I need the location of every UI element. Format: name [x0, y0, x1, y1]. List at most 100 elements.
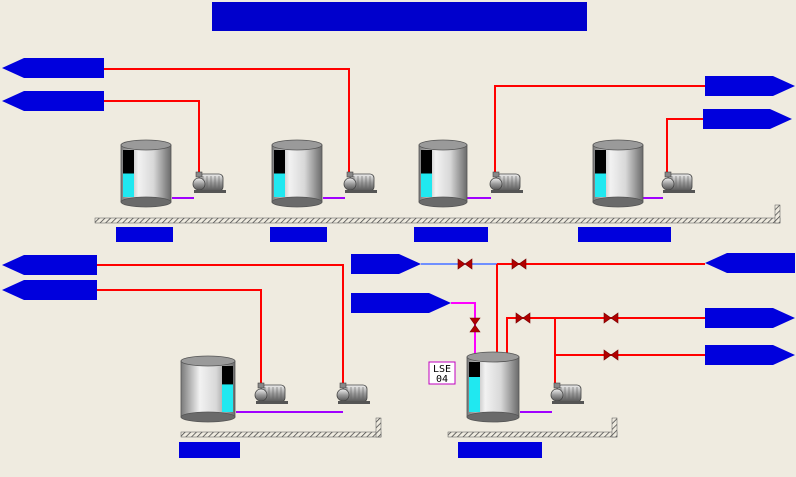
- header-banner: [212, 2, 587, 31]
- tank-top: [120, 139, 172, 151]
- boxes-layer: [116, 227, 671, 458]
- bases-layer: [94, 204, 781, 438]
- tank-bottom: [120, 196, 172, 208]
- tank-level-fill: [222, 384, 233, 412]
- flow-arrow-11[interactable]: [705, 345, 795, 365]
- storage-tank-4[interactable]: [592, 139, 644, 208]
- tank-level-fill: [469, 377, 480, 412]
- tank-bottom: [592, 196, 644, 208]
- valve-icon-3[interactable]: [469, 317, 481, 333]
- pump-volute: [192, 177, 206, 191]
- tank-bottom: [418, 196, 468, 208]
- flow-arrow-10[interactable]: [705, 308, 795, 328]
- flow-arrow-1[interactable]: [2, 58, 104, 78]
- equipment-label-box-2[interactable]: [270, 227, 327, 242]
- base-hatch-wall: [375, 417, 382, 438]
- tank-level-fill: [123, 173, 134, 197]
- pump-1[interactable]: [192, 171, 226, 193]
- foundation-base-3: [447, 417, 618, 438]
- pump-volute: [550, 388, 564, 402]
- flow-arrow-3[interactable]: [705, 76, 795, 96]
- flow-arrow-4[interactable]: [703, 109, 792, 129]
- pump-nozzle: [339, 382, 347, 389]
- pump-skid: [338, 401, 370, 404]
- storage-tank-3[interactable]: [418, 139, 468, 208]
- flow-arrow-9[interactable]: [705, 253, 795, 273]
- tank-level-fill: [595, 173, 606, 197]
- valve-icon-4[interactable]: [515, 312, 531, 324]
- base-hatch-wall: [611, 417, 618, 438]
- pump-3[interactable]: [489, 171, 523, 193]
- tank-top: [271, 139, 323, 151]
- pump-nozzle: [346, 171, 354, 178]
- tank-bottom: [180, 411, 236, 423]
- tank-top: [418, 139, 468, 151]
- flow-arrow-8[interactable]: [351, 293, 451, 313]
- tanks-layer: [120, 139, 644, 423]
- valve-icon-2[interactable]: [511, 258, 527, 270]
- valve-icon-1[interactable]: [457, 258, 473, 270]
- tank-level-fill: [421, 173, 432, 197]
- tank-top: [592, 139, 644, 151]
- tag-lse04-line1: LSE: [433, 364, 451, 375]
- pipes-layer: [97, 68, 705, 413]
- pump-5[interactable]: [254, 382, 288, 404]
- storage-tank-2[interactable]: [271, 139, 323, 208]
- valves-layer: [457, 258, 619, 361]
- storage-tank-5[interactable]: [180, 355, 236, 423]
- pump-volute: [489, 177, 503, 191]
- pipe-2: [104, 100, 200, 177]
- pipe-1: [104, 68, 350, 177]
- pump-2[interactable]: [343, 171, 377, 193]
- pump-skid: [345, 190, 377, 193]
- base-hatch-wall: [774, 204, 781, 224]
- pump-skid: [552, 401, 584, 404]
- pump-volute: [661, 177, 675, 191]
- pump-nozzle: [664, 171, 672, 178]
- flow-arrow-5[interactable]: [2, 255, 97, 275]
- pump-6[interactable]: [336, 382, 370, 404]
- pump-nozzle: [553, 382, 561, 389]
- pumps-layer: [192, 171, 695, 404]
- tank-top: [466, 351, 520, 363]
- pump-skid: [194, 190, 226, 193]
- base-hatch-floor: [447, 431, 618, 438]
- pump-skid: [491, 190, 523, 193]
- pipe-4: [666, 118, 705, 177]
- tank-top: [180, 355, 236, 367]
- tank-level-fill: [274, 173, 285, 197]
- equipment-label-box-6[interactable]: [458, 442, 542, 458]
- foundation-base-2: [180, 417, 382, 438]
- pump-4[interactable]: [661, 171, 695, 193]
- pump-volute: [336, 388, 350, 402]
- equipment-label-box-4[interactable]: [578, 227, 671, 242]
- valve-icon-5[interactable]: [603, 312, 619, 324]
- pipe-16: [451, 302, 476, 356]
- pipe-6: [97, 289, 262, 385]
- tank-bottom: [271, 196, 323, 208]
- pipe-3: [494, 85, 705, 177]
- valve-icon-6[interactable]: [603, 349, 619, 361]
- flow-arrow-6[interactable]: [2, 280, 97, 300]
- storage-tank-1[interactable]: [120, 139, 172, 208]
- pump-volute: [254, 388, 268, 402]
- pipe-5: [97, 264, 344, 385]
- pump-nozzle: [492, 171, 500, 178]
- pump-nozzle: [257, 382, 265, 389]
- equipment-label-box-3[interactable]: [414, 227, 488, 242]
- tag-lse04[interactable]: LSE 04: [428, 361, 456, 385]
- flow-arrow-7[interactable]: [351, 254, 421, 274]
- foundation-base-1: [94, 204, 781, 224]
- pump-7[interactable]: [550, 382, 584, 404]
- storage-tank-6[interactable]: [466, 351, 520, 423]
- pump-skid: [663, 190, 695, 193]
- arrows-layer: [2, 58, 795, 365]
- pump-skid: [256, 401, 288, 404]
- equipment-label-box-5[interactable]: [179, 442, 240, 458]
- tag-lse04-line2: 04: [436, 374, 448, 385]
- equipment-label-box-1[interactable]: [116, 227, 173, 242]
- flow-arrow-2[interactable]: [2, 91, 104, 111]
- pipe-17: [506, 317, 705, 356]
- pump-volute: [343, 177, 357, 191]
